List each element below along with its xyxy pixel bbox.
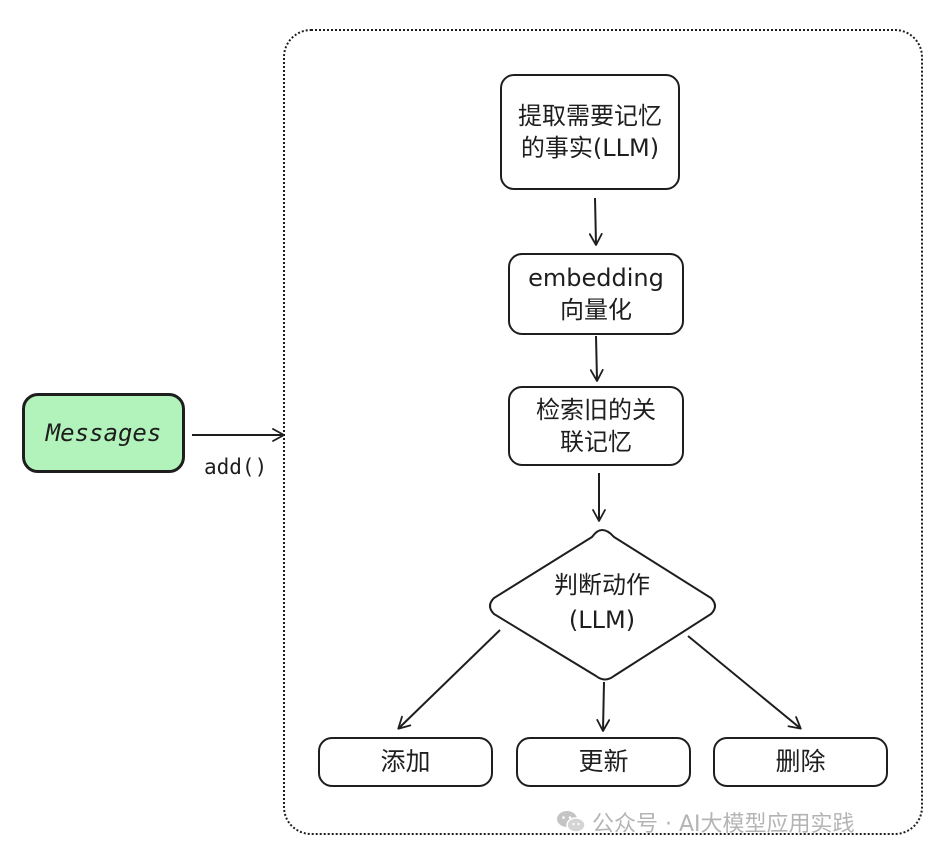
decision-diamond — [489, 528, 716, 681]
wechat-icon — [557, 811, 586, 833]
arrow-extract-to-embed — [588, 197, 603, 246]
messages-label: Messages — [45, 418, 162, 447]
arrow-decision-to-add — [397, 629, 501, 730]
arrow-decision-to-update — [596, 681, 611, 732]
action-update-label: 更新 — [578, 747, 629, 777]
extract-facts-label: 提取需要记忆 的事实(LLM) — [518, 101, 662, 162]
action-delete-label: 删除 — [775, 747, 826, 777]
messages-node[interactable]: Messages — [22, 393, 185, 473]
action-update-node[interactable]: 更新 — [516, 737, 691, 787]
arrow-embed-to-search — [589, 335, 604, 382]
extract-facts-node[interactable]: 提取需要记忆 的事实(LLM) — [500, 74, 680, 190]
search-memory-label: 检索旧的关 联记忆 — [536, 395, 656, 456]
embedding-node[interactable]: embedding 向量化 — [508, 253, 684, 335]
search-memory-node[interactable]: 检索旧的关 联记忆 — [508, 386, 684, 466]
action-add-node[interactable]: 添加 — [318, 737, 493, 787]
decision-label: 判断动作 (LLM) — [554, 571, 650, 634]
embedding-label: embedding 向量化 — [528, 263, 664, 324]
watermark: 公众号 · AI大模型应用实践 — [556, 806, 855, 838]
action-add-label: 添加 — [380, 747, 431, 777]
arrow-decision-to-delete — [687, 635, 802, 730]
add-call-label: add() — [204, 455, 268, 479]
watermark-text: 公众号 · AI大模型应用实践 — [592, 812, 855, 837]
action-delete-node[interactable]: 删除 — [713, 737, 888, 787]
